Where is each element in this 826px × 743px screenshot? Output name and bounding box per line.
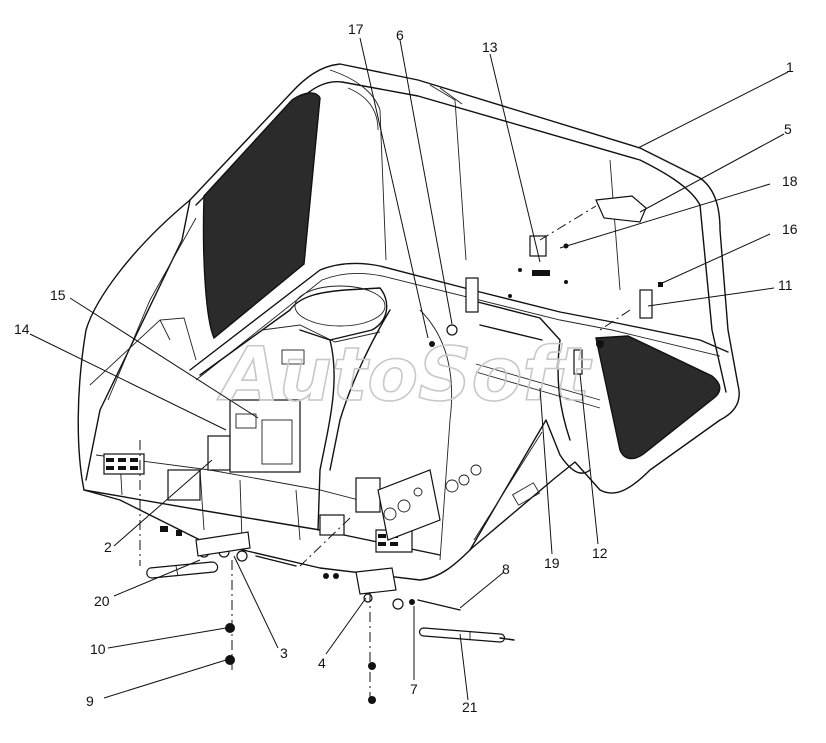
callout-1: 1 xyxy=(786,59,794,75)
callout-20: 20 xyxy=(94,593,110,609)
floor-section xyxy=(83,285,601,561)
upper-hardware xyxy=(429,195,663,375)
callout-21: 21 xyxy=(462,699,478,715)
callout-9: 9 xyxy=(86,693,94,709)
callout-labels: 1 5 18 16 11 17 6 13 15 14 2 20 3 10 9 4… xyxy=(14,21,798,715)
callout-11: 11 xyxy=(778,277,793,293)
callout-17: 17 xyxy=(348,21,364,37)
callout-4: 4 xyxy=(318,655,326,671)
assembly-axes xyxy=(139,205,631,706)
callout-16: 16 xyxy=(782,221,798,237)
callout-7: 7 xyxy=(410,681,418,697)
cab-shell xyxy=(77,63,740,581)
callout-12: 12 xyxy=(592,545,608,561)
callout-3: 3 xyxy=(280,645,288,661)
right-window-glass xyxy=(595,335,721,460)
callout-14: 14 xyxy=(14,321,30,337)
callout-10: 10 xyxy=(90,641,106,657)
watermark: AutoSoft xyxy=(217,332,592,418)
callout-15: 15 xyxy=(50,287,66,303)
callout-8: 8 xyxy=(502,561,510,577)
callout-2: 2 xyxy=(104,539,112,555)
leader-lines xyxy=(29,37,789,701)
callout-13: 13 xyxy=(482,39,498,55)
front-brackets xyxy=(103,349,482,553)
callout-5: 5 xyxy=(784,121,792,137)
callout-18: 18 xyxy=(782,173,798,189)
callout-6: 6 xyxy=(396,27,404,43)
left-window-glass xyxy=(202,92,321,340)
callout-19: 19 xyxy=(544,555,560,571)
lower-hardware xyxy=(146,526,515,704)
